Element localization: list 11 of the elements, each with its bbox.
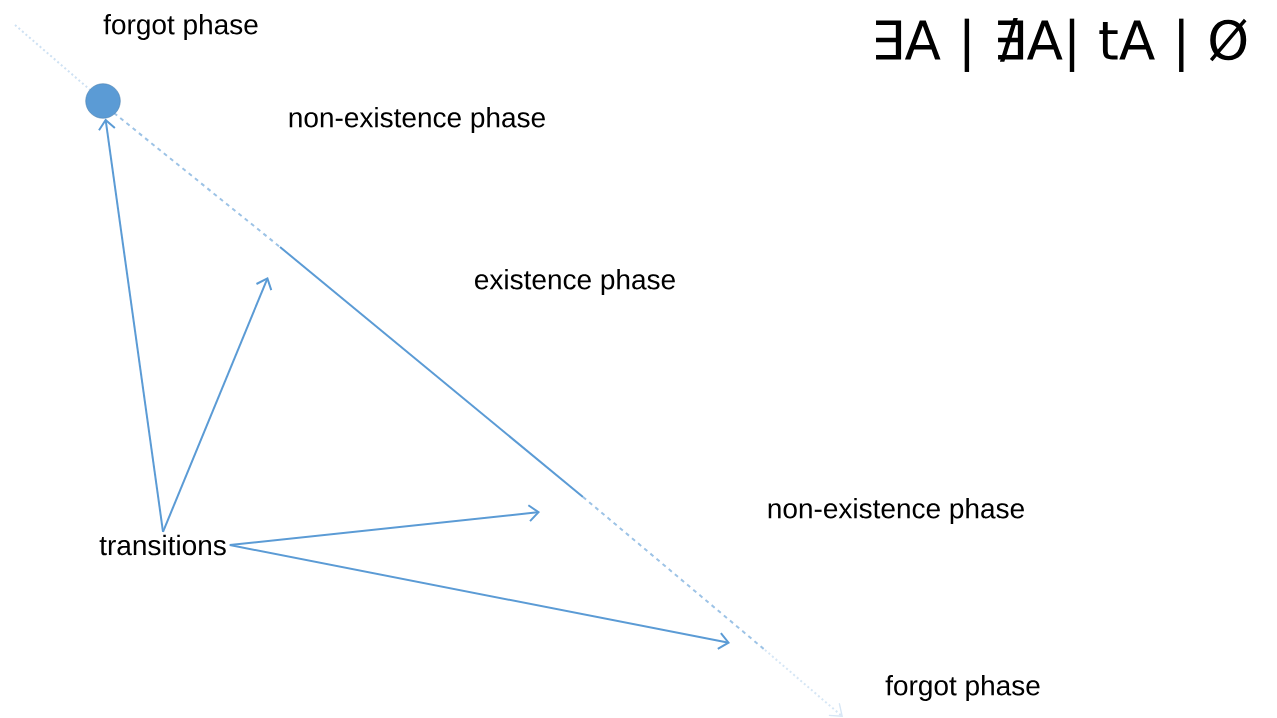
phase-label: forgot phase (103, 13, 258, 41)
phase-label: forgot phase (885, 674, 1040, 702)
circle-marker (85, 83, 121, 119)
arrow (98, 118, 164, 533)
arrow (162, 277, 273, 533)
text-label: transitions (99, 534, 226, 556)
phase-label: non-existence phase (289, 106, 545, 134)
phase-label: non-existence phase (768, 497, 1024, 525)
formula-text: ∃A | ∄A| tA | Ø (876, 18, 1247, 72)
phase-label: existence phase (475, 268, 675, 296)
arrow (228, 544, 730, 650)
